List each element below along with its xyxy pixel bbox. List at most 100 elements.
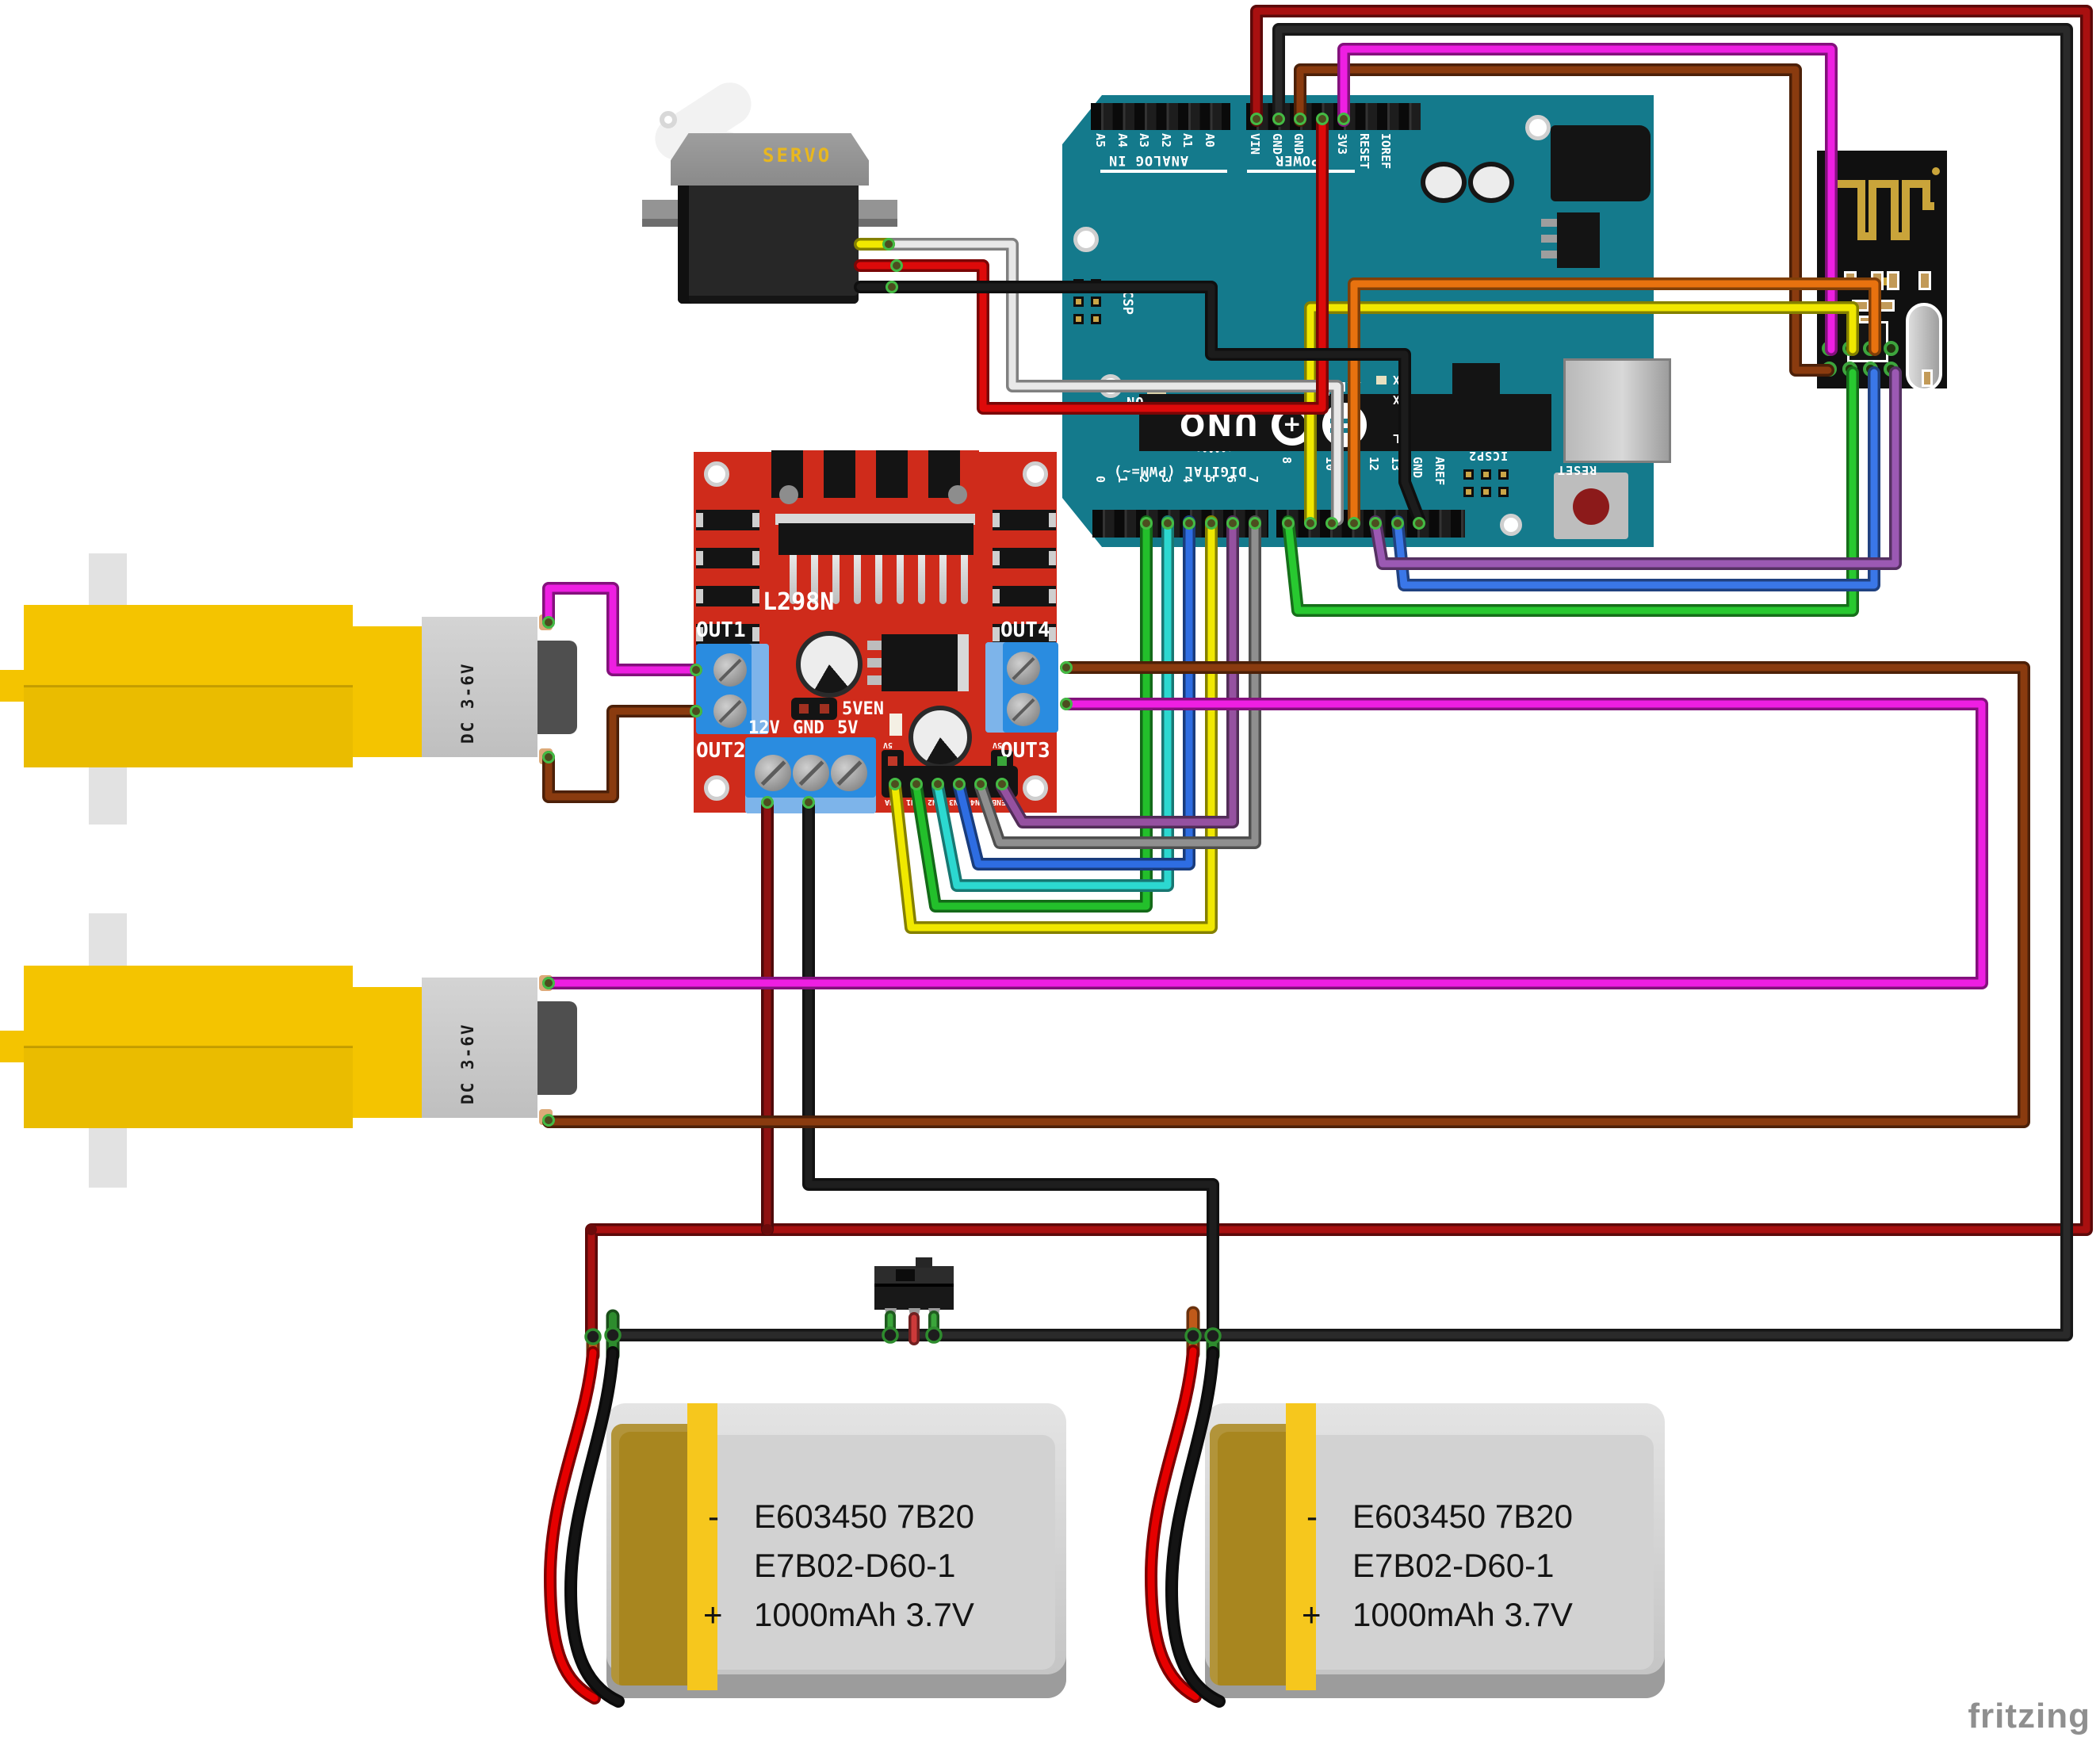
connection-pad[interactable] — [1249, 517, 1261, 530]
connection-pad[interactable] — [1413, 517, 1425, 530]
connection-pad[interactable] — [1205, 517, 1218, 530]
wire-servo-gnd[interactable] — [889, 283, 1423, 523]
control-header[interactable] — [882, 766, 1018, 798]
connection-pad[interactable] — [802, 796, 815, 809]
icsp2-header[interactable] — [1463, 469, 1509, 497]
connection-pad[interactable] — [1304, 517, 1317, 530]
wire-d12-to-nrf-miso[interactable] — [1369, 366, 1902, 570]
switch-actuator[interactable] — [916, 1257, 932, 1268]
wire-junction[interactable] — [1204, 1327, 1222, 1345]
motor1-can[interactable] — [422, 617, 537, 757]
servo-body[interactable] — [678, 173, 859, 304]
wire-junction[interactable] — [925, 1326, 943, 1344]
wire-d13-to-nrf-sck[interactable] — [1391, 366, 1880, 591]
wire-in3-d4[interactable] — [955, 518, 1193, 868]
wire-out3-to-motor2[interactable] — [545, 700, 1986, 987]
connection-pad[interactable] — [542, 751, 555, 763]
connection-pad[interactable] — [690, 705, 702, 717]
led-5v-a-dot — [888, 756, 897, 766]
wire-d11-to-nrf-mosi[interactable] — [1350, 280, 1879, 526]
wire-servo-signal-d10[interactable] — [886, 240, 1341, 523]
wire-l298-gnd-feed[interactable] — [805, 802, 1217, 1339]
battery-1[interactable]: - + E603450 7B20 E7B02-D60-1 1000mAh 3.7… — [606, 1403, 1066, 1698]
motor2-can[interactable] — [422, 978, 537, 1118]
connection-pad[interactable] — [761, 796, 774, 809]
battery-minus: - — [1306, 1498, 1318, 1535]
wire-bat1-red-lead[interactable] — [546, 1349, 599, 1702]
connection-pad[interactable] — [882, 238, 895, 251]
5ven-jumper[interactable] — [791, 698, 837, 720]
connection-pad[interactable] — [1282, 517, 1295, 530]
terminal-screw[interactable] — [713, 694, 747, 728]
wire-out1-to-motor1-b[interactable] — [545, 707, 700, 801]
connection-pad[interactable] — [690, 664, 702, 676]
wire-gnd-bus[interactable] — [609, 25, 2071, 1339]
wire-d9-to-nrf-ce[interactable] — [1304, 301, 1859, 528]
wire-junction[interactable] — [882, 1326, 899, 1344]
terminal-screw[interactable] — [1007, 693, 1040, 726]
battery-2[interactable]: - + E603450 7B20 E7B02-D60-1 1000mAh 3.7… — [1205, 1403, 1665, 1698]
connection-pad[interactable] — [889, 778, 901, 790]
connection-pad[interactable] — [1391, 517, 1404, 530]
connection-pad[interactable] — [1140, 517, 1153, 530]
wire-gnd-to-nrf[interactable] — [1294, 63, 1834, 377]
wire-3v3-to-nrf-vcc[interactable] — [1340, 45, 1835, 354]
connection-pad[interactable] — [1060, 661, 1073, 674]
out2-label: OUT2 — [696, 739, 746, 763]
connection-pad[interactable] — [1250, 113, 1263, 125]
wire-d12-to-nrf-miso[interactable] — [1371, 369, 1899, 568]
connection-pad[interactable] — [1348, 517, 1360, 530]
connection-pad[interactable] — [1226, 517, 1239, 530]
connection-pad[interactable] — [1316, 113, 1329, 125]
connection-pad[interactable] — [1294, 113, 1306, 125]
wire-d9-to-nrf-ce[interactable] — [1306, 304, 1857, 526]
wire-d8-to-nrf-csn[interactable] — [1284, 369, 1857, 614]
wire-out4-to-motor2[interactable] — [545, 664, 2028, 1126]
connection-pad[interactable] — [953, 778, 966, 790]
wire-d13-to-nrf-sck[interactable] — [1394, 369, 1878, 589]
motor1-gearbox[interactable] — [24, 605, 353, 767]
wire-in4-d7[interactable] — [977, 518, 1259, 847]
wire-in1-d2[interactable] — [912, 518, 1150, 910]
pin-hole — [1481, 487, 1491, 497]
terminal-screw[interactable] — [755, 755, 791, 791]
wire-junction[interactable] — [1184, 1327, 1202, 1345]
connection-pad[interactable] — [1272, 113, 1285, 125]
connection-pad[interactable] — [1183, 517, 1195, 530]
wire-out1-to-motor1-a[interactable] — [542, 582, 702, 676]
wire-bat2-black-lead[interactable] — [1168, 1349, 1223, 1705]
connection-pad[interactable] — [1325, 517, 1338, 530]
wire-d8-to-nrf-csn[interactable] — [1282, 366, 1859, 617]
terminal-screw[interactable] — [831, 755, 867, 791]
connection-pad[interactable] — [542, 977, 555, 989]
analog-header[interactable] — [1091, 103, 1230, 130]
wire-bat2-red-lead[interactable] — [1147, 1347, 1199, 1701]
wire-junction[interactable] — [584, 1328, 602, 1345]
connection-pad[interactable] — [910, 778, 923, 790]
wire-bat1-black-lead[interactable] — [567, 1349, 622, 1705]
wire-gnd-bus[interactable] — [606, 23, 2073, 1341]
terminal-screw[interactable] — [793, 755, 829, 791]
wire-junction[interactable] — [604, 1326, 622, 1344]
connection-pad[interactable] — [996, 778, 1008, 790]
wire-vin-power-bus[interactable] — [587, 7, 2090, 1341]
wire-gnd-to-nrf[interactable] — [1296, 66, 1832, 374]
connection-pad[interactable] — [886, 281, 898, 293]
terminal-screw[interactable] — [1007, 652, 1040, 685]
terminal-screw[interactable] — [713, 653, 747, 687]
connection-pad[interactable] — [1060, 698, 1073, 710]
connection-pad[interactable] — [542, 1114, 555, 1127]
connection-pad[interactable] — [1161, 517, 1174, 530]
connection-pad[interactable] — [931, 778, 944, 790]
wire-ena-d5[interactable] — [891, 518, 1215, 932]
connection-pad[interactable] — [890, 259, 903, 272]
motor2-gearbox[interactable] — [24, 966, 353, 1128]
connection-pad[interactable] — [1337, 113, 1350, 125]
connection-pad[interactable] — [974, 778, 987, 790]
wire-out1-to-motor1-b[interactable] — [542, 705, 702, 803]
connection-pad[interactable] — [542, 616, 555, 629]
connection-pad[interactable] — [1369, 517, 1382, 530]
reset-button-cap[interactable] — [1573, 488, 1609, 525]
wire-servo-5v[interactable] — [894, 117, 1326, 412]
wire-out1-to-motor1-a[interactable] — [545, 584, 700, 674]
